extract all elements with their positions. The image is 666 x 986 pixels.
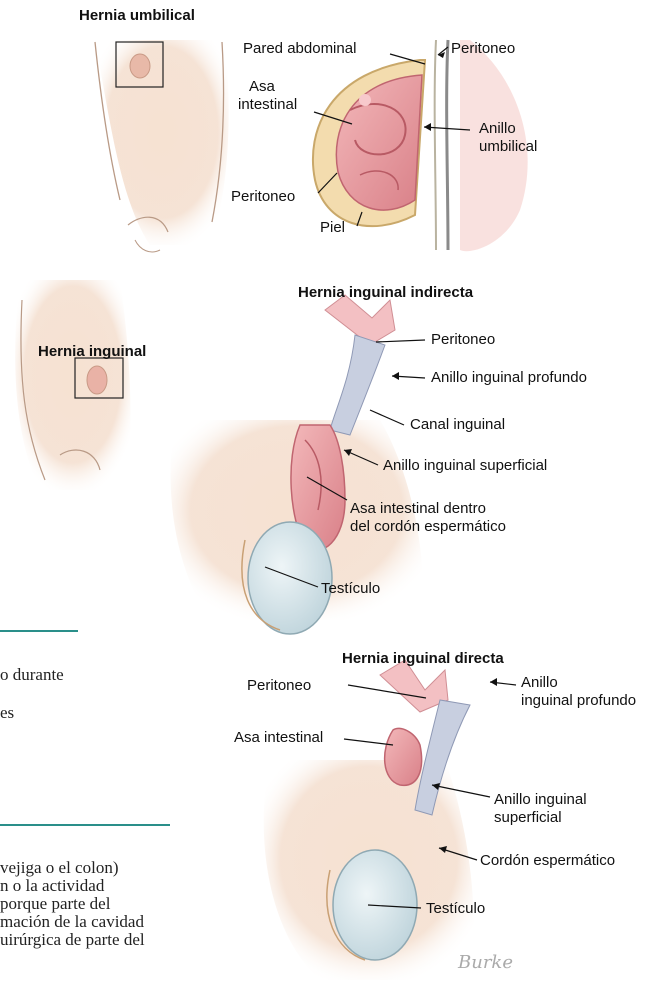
label-anillo-profundo: Anillo inguinal profundo xyxy=(431,369,587,387)
label-peritoneo-top: Peritoneo xyxy=(451,40,515,58)
text-fragment-5: porque parte del xyxy=(0,894,110,914)
direct-hernia-title: Hernia inguinal directa xyxy=(342,650,504,667)
text-fragment-3: vejiga o el colon) xyxy=(0,858,119,878)
indirect-hernia-title: Hernia inguinal indirecta xyxy=(298,284,473,301)
label-piel: Piel xyxy=(320,219,345,237)
artist-signature: Burke xyxy=(458,952,513,973)
direct-hernia-figure xyxy=(264,660,474,980)
text-fragment-2: es xyxy=(0,703,14,723)
label-pared-abdominal: Pared abdominal xyxy=(243,40,356,58)
label-asa-dentro-1: Asa intestinal dentro xyxy=(350,500,486,518)
text-fragment-7: uirúrgica de parte del xyxy=(0,930,145,950)
label-cordon: Cordón espermático xyxy=(480,852,615,870)
label-indirect-peritoneo: Peritoneo xyxy=(431,331,495,349)
umbilical-body-figure xyxy=(95,40,229,252)
label-direct-asa: Asa intestinal xyxy=(234,729,323,747)
label-direct-peritoneo: Peritoneo xyxy=(247,677,311,695)
label-asa-dentro-2: del cordón espermático xyxy=(350,518,506,536)
text-fragment-4: n o la actividad xyxy=(0,876,104,896)
label-anillo-superficial: Anillo inguinal superficial xyxy=(383,457,547,475)
label-umbilical: umbilical xyxy=(479,138,537,156)
label-anillo: Anillo xyxy=(479,120,516,138)
label-canal-inguinal: Canal inguinal xyxy=(410,416,505,434)
inguinal-body-title: Hernia inguinal xyxy=(38,343,146,360)
umbilical-title: Hernia umbilical xyxy=(79,7,195,24)
label-direct-testiculo: Testículo xyxy=(426,900,485,918)
label-superficial-1: Anillo inguinal xyxy=(494,791,587,809)
label-indirect-testiculo: Testículo xyxy=(321,580,380,598)
text-fragment-6: mación de la cavidad xyxy=(0,912,144,932)
text-fragment-1: o durante xyxy=(0,665,64,685)
inguinal-body-figure xyxy=(15,280,130,490)
teal-rule-2 xyxy=(0,824,170,826)
label-intestinal: intestinal xyxy=(238,96,297,114)
label-direct-anillo-2: inguinal profundo xyxy=(521,692,636,710)
label-peritoneo-left: Peritoneo xyxy=(231,188,295,206)
teal-rule-1 xyxy=(0,630,78,632)
label-asa: Asa xyxy=(249,78,275,96)
label-direct-anillo-1: Anillo xyxy=(521,674,558,692)
label-superficial-2: superficial xyxy=(494,809,562,827)
